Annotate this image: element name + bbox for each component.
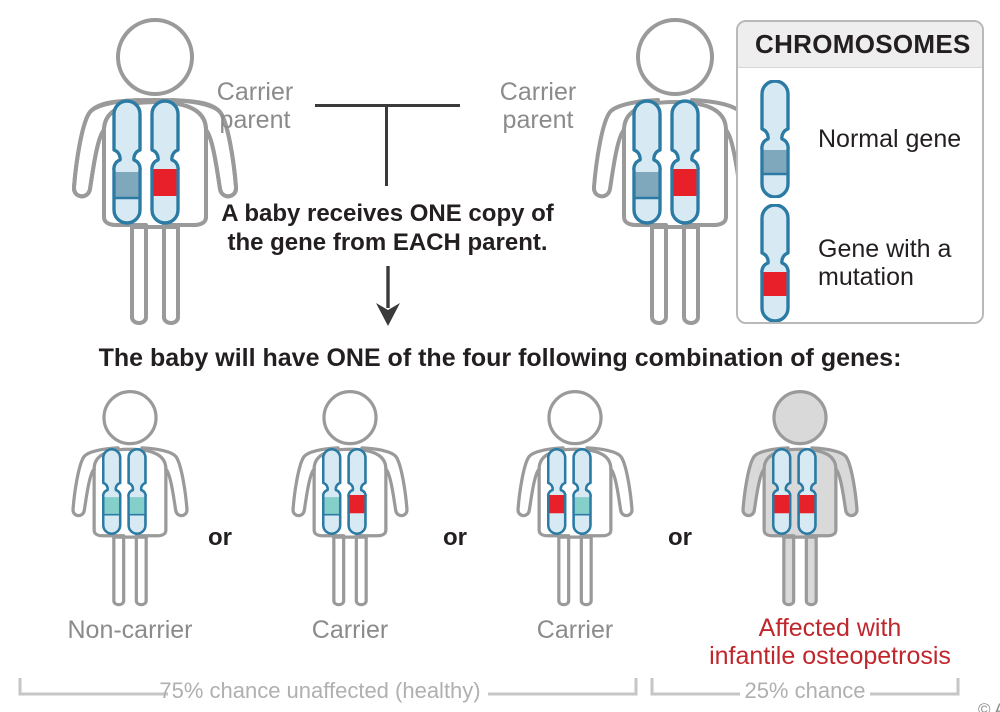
legend-header: CHROMOSOMES xyxy=(738,22,982,68)
legend-panel: CHROMOSOMES Normal gene Gene with a muta… xyxy=(736,20,984,324)
inheritance-note-line1: A baby receives ONE copy of xyxy=(221,200,554,227)
inheritance-note: A baby receives ONE copy of the gene fro… xyxy=(185,200,590,258)
legend-item-normal-gene: Normal gene xyxy=(754,80,961,198)
down-arrow-icon xyxy=(376,266,400,326)
chromosome-left-normal xyxy=(101,448,122,535)
chromosome-right-mutation xyxy=(670,99,700,225)
chromosome-pair xyxy=(632,99,700,225)
child-label-3: Carrier xyxy=(536,616,614,644)
chromosome-pair xyxy=(101,448,147,535)
legend-item-mutation-gene: Gene with a mutation xyxy=(754,204,951,322)
parent-label-2: Carrier parent xyxy=(478,78,598,134)
chance-label-affected: 25% chance xyxy=(744,678,866,703)
parent-label-2-line1: Carrier xyxy=(499,78,577,106)
legend-title: CHROMOSOMES xyxy=(755,29,971,59)
legend-label-normal-gene: Normal gene xyxy=(818,125,962,153)
chance-bracket-affected xyxy=(650,678,960,696)
chromosome-left-normal xyxy=(112,99,142,225)
chance-bracket-unaffected xyxy=(18,678,638,696)
outcomes-headline: The baby will have ONE of the four follo… xyxy=(98,344,902,372)
chromosome-normal-icon xyxy=(760,80,790,198)
parent-label-1-line2: parent xyxy=(219,106,291,134)
child-label-1: Non-carrier xyxy=(67,616,193,644)
or-separator-1: or xyxy=(208,524,232,551)
parent-figure-2 xyxy=(592,18,758,325)
chromosome-right-mutation xyxy=(797,448,817,535)
inheritance-note-line2: the gene from EACH parent. xyxy=(227,228,548,256)
child-figure-3-carrier xyxy=(516,390,634,607)
legend-label-mutation-gene: Gene with a mutation xyxy=(818,235,951,291)
credit-container: © AboutKidsHealth.ca xyxy=(978,700,1000,712)
chromosome-left-mutation xyxy=(771,448,792,535)
legend-label-mutation-line2: mutation xyxy=(818,263,914,291)
chromosome-right-mutation xyxy=(347,448,367,535)
or-separator-2: or xyxy=(443,524,467,551)
legend-label-mutation-line1: Gene with a xyxy=(818,235,952,263)
chromosome-pair xyxy=(771,448,817,535)
parent-label-1-line1: Carrier xyxy=(216,78,294,106)
child-label-4: Affected with infantile osteopetrosis xyxy=(690,614,970,670)
child-label-2: Carrier xyxy=(311,616,389,644)
or-separator-3: or xyxy=(668,524,692,551)
chromosome-left-mutation xyxy=(546,448,567,535)
chromosome-right-normal xyxy=(572,448,592,535)
chance-label-unaffected: 75% chance unaffected (healthy) xyxy=(159,678,481,703)
chromosome-pair xyxy=(546,448,592,535)
chromosome-right-mutation xyxy=(150,99,180,225)
chromosome-right-normal xyxy=(127,448,147,535)
chromosome-left-normal xyxy=(632,99,662,225)
chromosome-mutation-icon xyxy=(760,204,790,322)
credit-text: © AboutKidsHealth.ca xyxy=(978,700,1000,712)
parent-label-1: Carrier parent xyxy=(195,78,315,134)
parent-figure-1 xyxy=(72,18,238,325)
parent-label-2-line2: parent xyxy=(502,106,574,134)
child-figure-1-non-carrier xyxy=(71,390,189,607)
child-label-4-line1: Affected with xyxy=(758,614,902,642)
child-label-4-line2: infantile osteopetrosis xyxy=(709,642,951,670)
child-figure-2-carrier xyxy=(291,390,409,607)
chromosome-pair xyxy=(112,99,180,225)
chromosome-left-normal xyxy=(321,448,342,535)
child-figure-4-affected xyxy=(741,390,859,607)
parent-connector-vertical xyxy=(385,104,388,186)
chromosome-pair xyxy=(321,448,367,535)
